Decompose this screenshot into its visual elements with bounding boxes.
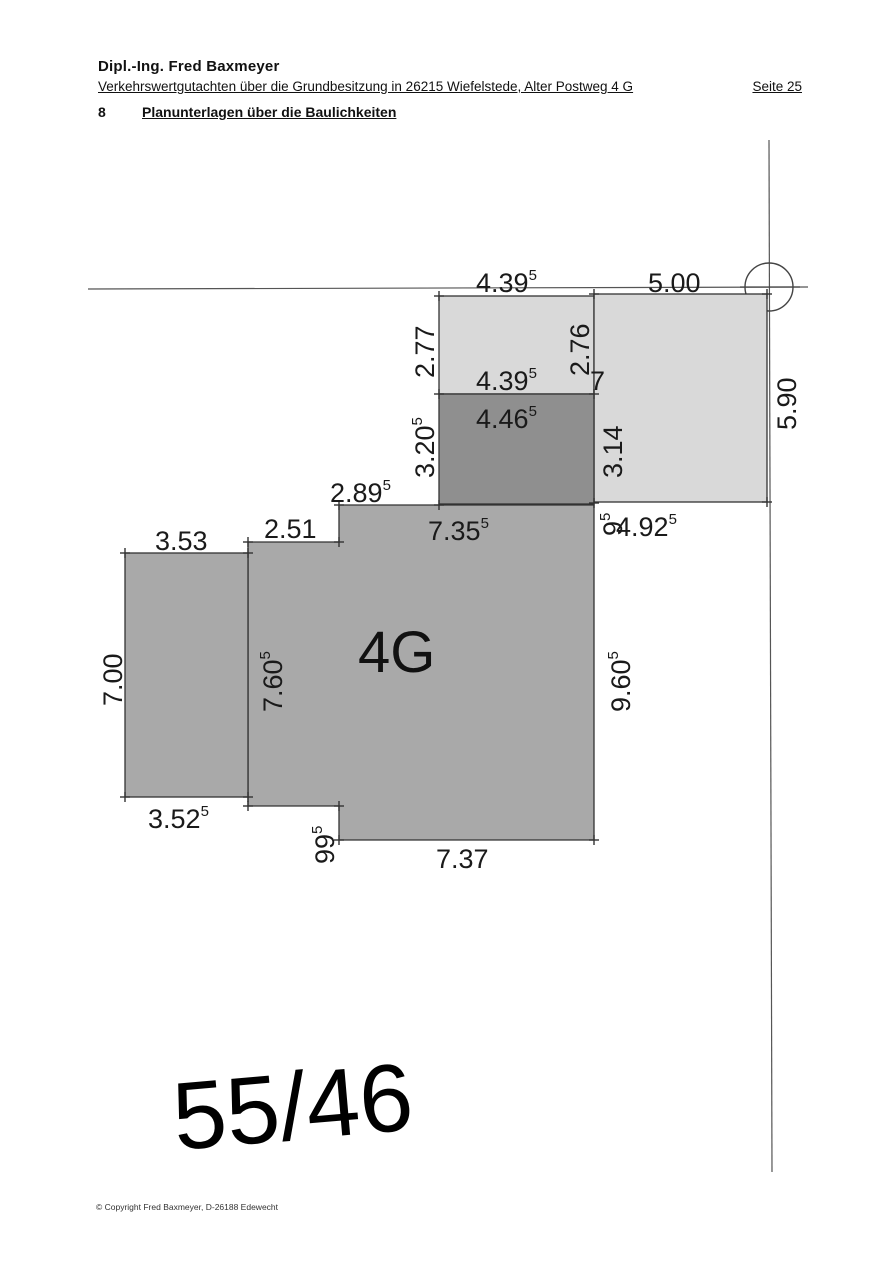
dim-top-right-width: 5.00 — [648, 268, 701, 298]
dim-dark-width: 4.465 — [476, 403, 537, 434]
dim-main-top-width: 7.355 — [428, 515, 489, 546]
subtitle-text: Verkehrswertgutachten über die Grundbesi… — [98, 79, 634, 94]
building-label: 4G — [358, 620, 435, 685]
section-heading: 8 Planunterlagen über die Baulichkeiten — [98, 104, 396, 120]
dim-left-block-width: 3.53 — [155, 526, 208, 556]
dim-step-width: 2.895 — [330, 477, 391, 508]
building-part-right — [593, 293, 768, 503]
page-number: Seite 25 — [752, 79, 802, 94]
building-part-dark — [438, 393, 595, 505]
dim-upper-right-height: 2.76 — [565, 323, 595, 376]
building-part-left — [124, 552, 249, 798]
report-subtitle: Verkehrswertgutachten über die Grundbesi… — [98, 79, 802, 94]
dim-small-offset-bottom: 995 — [309, 826, 340, 864]
dim-mid-width: 4.395 — [476, 365, 537, 396]
author-name: Dipl.-Ing. Fred Baxmeyer — [98, 58, 280, 75]
section-title: Planunterlagen über die Baulichkeiten — [142, 104, 397, 120]
dim-main-height: 9.605 — [605, 651, 636, 712]
dim-connector-width: 2.51 — [264, 514, 317, 544]
copyright-footer: © Copyright Fred Baxmeyer, D-26188 Edewe… — [96, 1202, 279, 1212]
parcel-number: 55/46 — [169, 1043, 418, 1171]
dim-dark-left-height: 3.205 — [409, 417, 440, 478]
dim-right-block-bottom: 4.925 — [616, 511, 677, 542]
corner-ticks — [120, 289, 772, 845]
dim-left-block-bottom: 3.525 — [148, 803, 209, 834]
dim-right-block-height: 5.90 — [772, 377, 802, 430]
dim-small-offset-top: 95 — [597, 513, 628, 536]
dim-upper-left-height: 2.77 — [410, 325, 440, 378]
boundary-line-vertical — [768, 139, 773, 1173]
dim-left-block-height: 7.00 — [98, 653, 128, 706]
dim-overlap-digit: 7 — [590, 366, 605, 396]
boundary-line-horizontal — [87, 286, 809, 290]
section-number: 8 — [98, 104, 106, 120]
dim-dark-right-height: 3.14 — [598, 425, 628, 478]
dim-main-bottom-width: 7.37 — [436, 844, 489, 874]
dim-connector-height: 7.605 — [257, 651, 288, 712]
dim-top-left-width: 4.395 — [476, 267, 537, 298]
